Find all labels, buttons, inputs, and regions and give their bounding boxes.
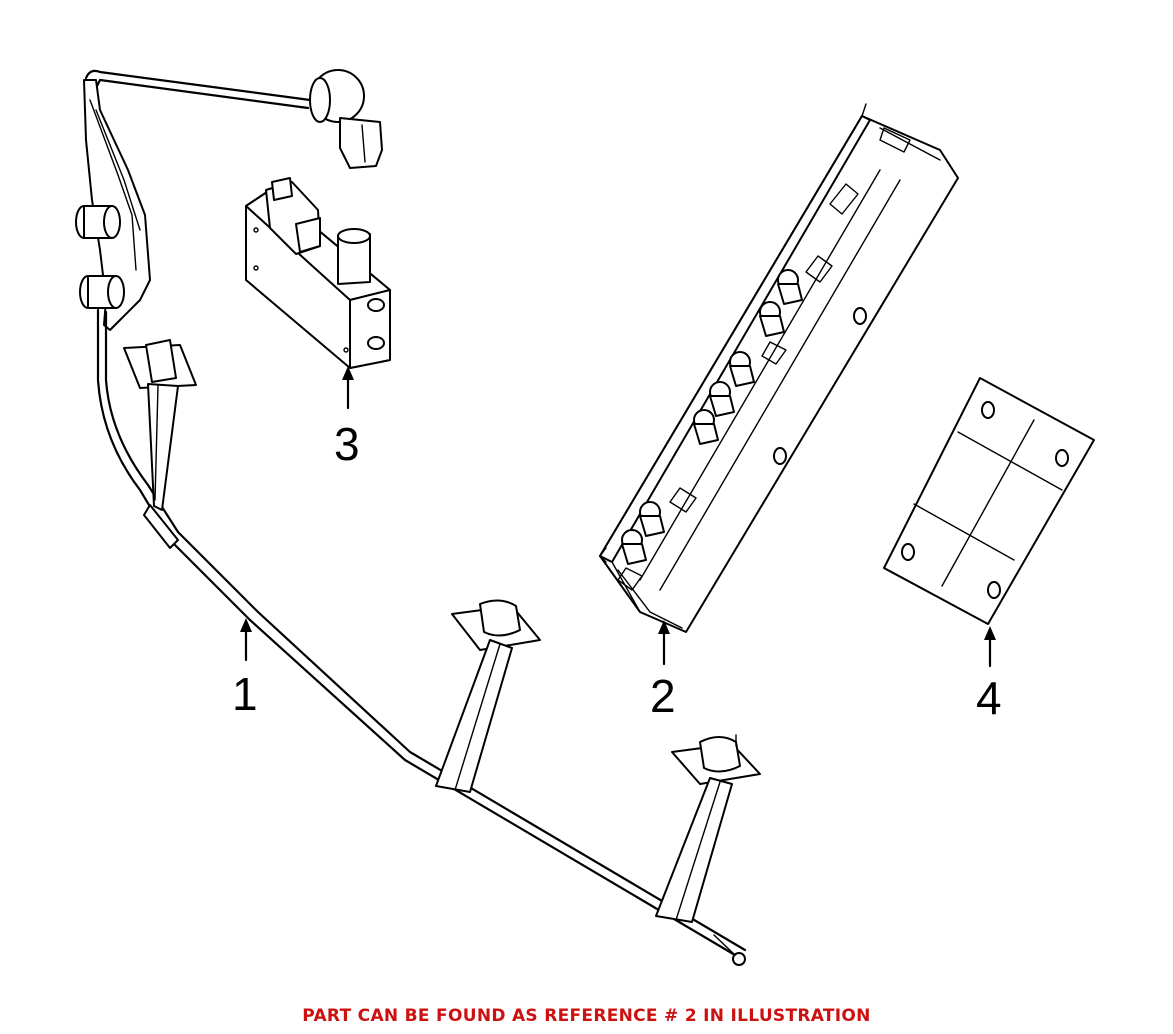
harness-connector-upper [75,205,121,239]
callout-1: 1 [232,618,258,720]
harness-connector-lower [79,275,125,309]
harness-sensor [309,69,383,169]
callout-3: 3 [334,366,360,470]
part-3-valve-block [245,177,391,369]
callout-3-label: 3 [334,418,360,470]
callout-4: 4 [976,626,1002,724]
module-ports [621,269,803,565]
harness-mount-left [123,339,197,511]
harness-mount-right [655,734,761,923]
part-1-wiring-harness [75,69,761,966]
part-4-mounting-plate [883,377,1095,625]
harness-mount-middle [435,599,541,793]
part-2-control-module [599,103,959,633]
callout-4-label: 4 [976,672,1002,724]
callout-2-label: 2 [650,670,676,722]
reference-note: PART CAN BE FOUND AS REFERENCE # 2 IN IL… [302,1006,871,1026]
callout-2: 2 [650,620,676,722]
callout-1-label: 1 [232,668,258,720]
